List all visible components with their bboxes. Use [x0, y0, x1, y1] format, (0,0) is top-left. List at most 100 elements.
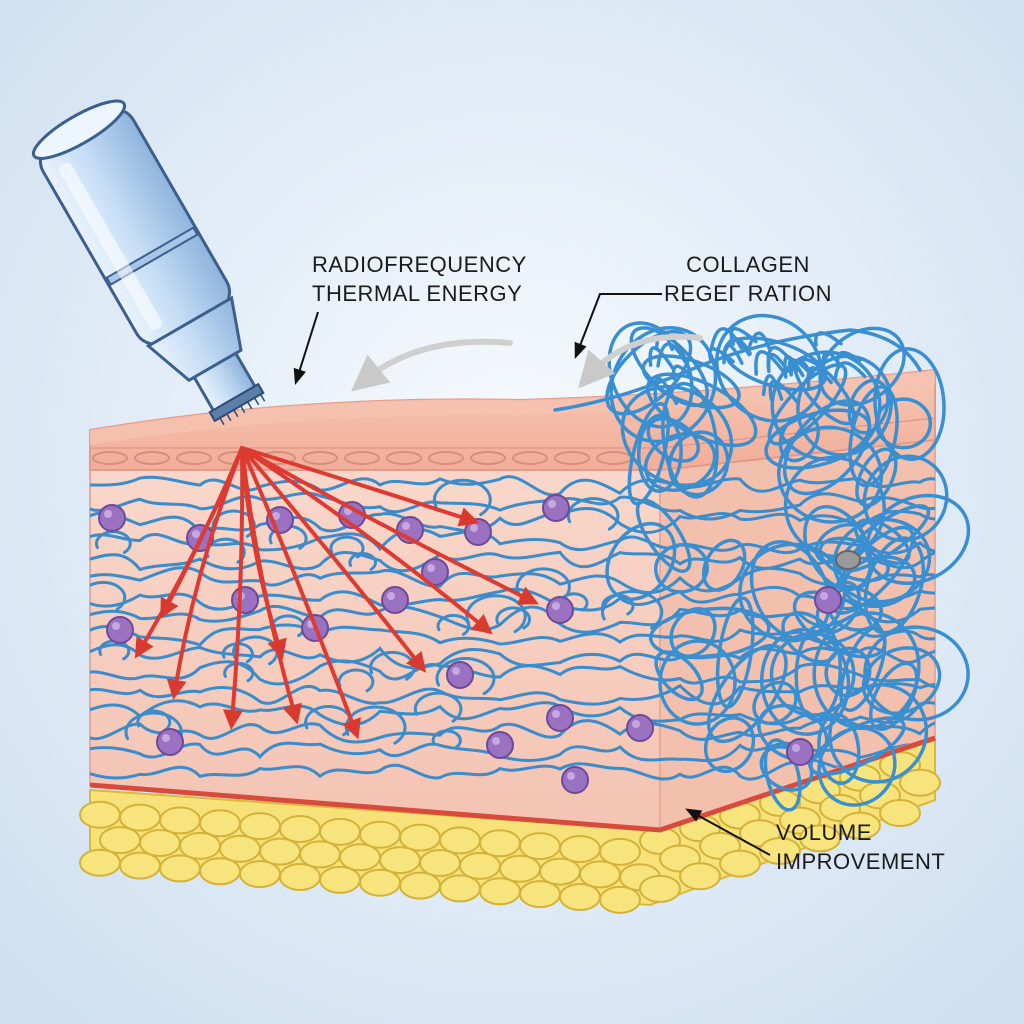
epidermal-cell: [344, 451, 380, 465]
fat-cell: [799, 824, 841, 853]
fat-cell: [519, 832, 561, 861]
fat-cell: [399, 871, 441, 900]
fibroblast-cell: [381, 586, 409, 614]
epidermal-cell: [134, 451, 170, 465]
fibroblast-highlight: [387, 592, 395, 600]
fat-cell: [119, 803, 161, 832]
epidermal-cell: [386, 451, 422, 465]
radiofrequency-label-line1: RADIOFREQUENCY: [312, 252, 527, 277]
fibroblast-highlight: [492, 737, 500, 745]
fibroblast-highlight: [552, 710, 560, 718]
collagen-fiber: [794, 623, 843, 722]
collagen-fiber: [703, 716, 756, 774]
epidermal-cell: [512, 451, 548, 465]
collagen-fiber: [337, 668, 375, 693]
fat-cell: [139, 829, 181, 857]
fat-cell: [499, 854, 541, 883]
collagen-fiber: [787, 357, 812, 377]
fibroblast-cell: [542, 494, 570, 522]
collagen-fiber: [648, 606, 771, 660]
collagen-fiber: [653, 376, 679, 406]
fat-cell: [319, 865, 361, 894]
energy-ray-arrow: [240, 446, 427, 673]
fat-cell: [239, 860, 281, 889]
fat-cell: [359, 868, 401, 897]
fibroblast-highlight: [112, 622, 120, 630]
collagen-fiber: [661, 381, 719, 499]
fibroblast-highlight: [470, 524, 478, 532]
collagen-fiber: [223, 661, 255, 683]
collagen-fiber: [654, 650, 704, 702]
fat-cell: [459, 851, 501, 880]
fat-cell: [259, 837, 301, 866]
fat-cell: [239, 812, 281, 841]
fat-cell: [439, 874, 481, 903]
fat-cell: [899, 768, 941, 797]
fat-cell: [279, 863, 321, 891]
fibroblast-cell: [98, 504, 126, 532]
collagen-fiber: [821, 350, 843, 370]
fat-cell: [299, 840, 341, 869]
epidermal-cell: [554, 451, 590, 465]
collagen-fiber: [760, 627, 851, 736]
fibroblast-highlight: [552, 602, 560, 610]
collagen-fiber: [643, 432, 717, 492]
debris-particle: [835, 550, 861, 570]
fat-cell: [79, 848, 121, 877]
collagen-fiber: [90, 491, 935, 521]
fat-cell: [119, 851, 161, 880]
fat-cell: [179, 831, 221, 860]
fat-cell: [479, 877, 521, 906]
collagen-fiber: [90, 623, 935, 647]
collagen-fiber: [847, 378, 890, 435]
fibroblast-highlight: [567, 772, 575, 780]
collagen-fiber: [432, 478, 492, 517]
fat-cell: [439, 826, 481, 855]
fat-cell: [719, 849, 761, 878]
fibroblast-cell: [446, 661, 474, 689]
fibroblast-highlight: [272, 512, 280, 520]
volume-label-line1: VOLUME: [776, 820, 872, 845]
collagen-fiber: [701, 538, 747, 592]
collagen-fiber: [813, 331, 843, 347]
energy-ray-arrow: [222, 446, 245, 730]
collagen-fiber: [671, 364, 694, 381]
radiofrequency-label: RADIOFREQUENCY THERMAL ENERGY: [312, 250, 527, 308]
collagen-fiber: [754, 350, 788, 377]
collagen-fiber: [796, 354, 893, 457]
energy-ray-arrow: [240, 446, 361, 740]
fibroblast-highlight: [452, 667, 460, 675]
energy-ray-arrow: [240, 446, 539, 605]
epidermal-cell: [470, 451, 506, 465]
collagen-fiber: [839, 625, 887, 713]
fibroblast-cell: [486, 731, 514, 759]
fat-layer: [79, 738, 941, 914]
fat-cell: [339, 843, 381, 872]
fat-cell: [839, 811, 881, 840]
collagen-label-line1: COLLAGEN: [686, 252, 810, 277]
rf-device-icon: [31, 99, 266, 426]
collagen-fiber: [627, 402, 671, 506]
fat-cell: [579, 860, 621, 889]
fibroblast-highlight: [792, 744, 800, 752]
fat-cell: [199, 809, 241, 838]
collagen-fiber: [777, 425, 884, 524]
fat-cell: [319, 817, 361, 846]
collagen-fiber: [268, 524, 308, 550]
fibroblast-highlight: [104, 510, 112, 518]
fat-cell: [879, 799, 921, 828]
collagen-fiber: [435, 657, 496, 696]
collagen-fiber: [90, 580, 127, 611]
epidermal-cell: [92, 451, 128, 465]
fibroblast-highlight: [820, 592, 828, 600]
collagen-fiber: [656, 342, 687, 368]
collagen-fiber: [767, 363, 848, 446]
fibroblast-highlight: [427, 564, 435, 572]
fibroblast-highlight: [632, 720, 640, 728]
fibroblast-highlight: [548, 500, 556, 508]
collagen-fiber: [863, 625, 970, 722]
collagen-fiber: [221, 642, 254, 664]
collagen-fiber: [348, 552, 378, 571]
collagen-fiber: [495, 606, 531, 630]
